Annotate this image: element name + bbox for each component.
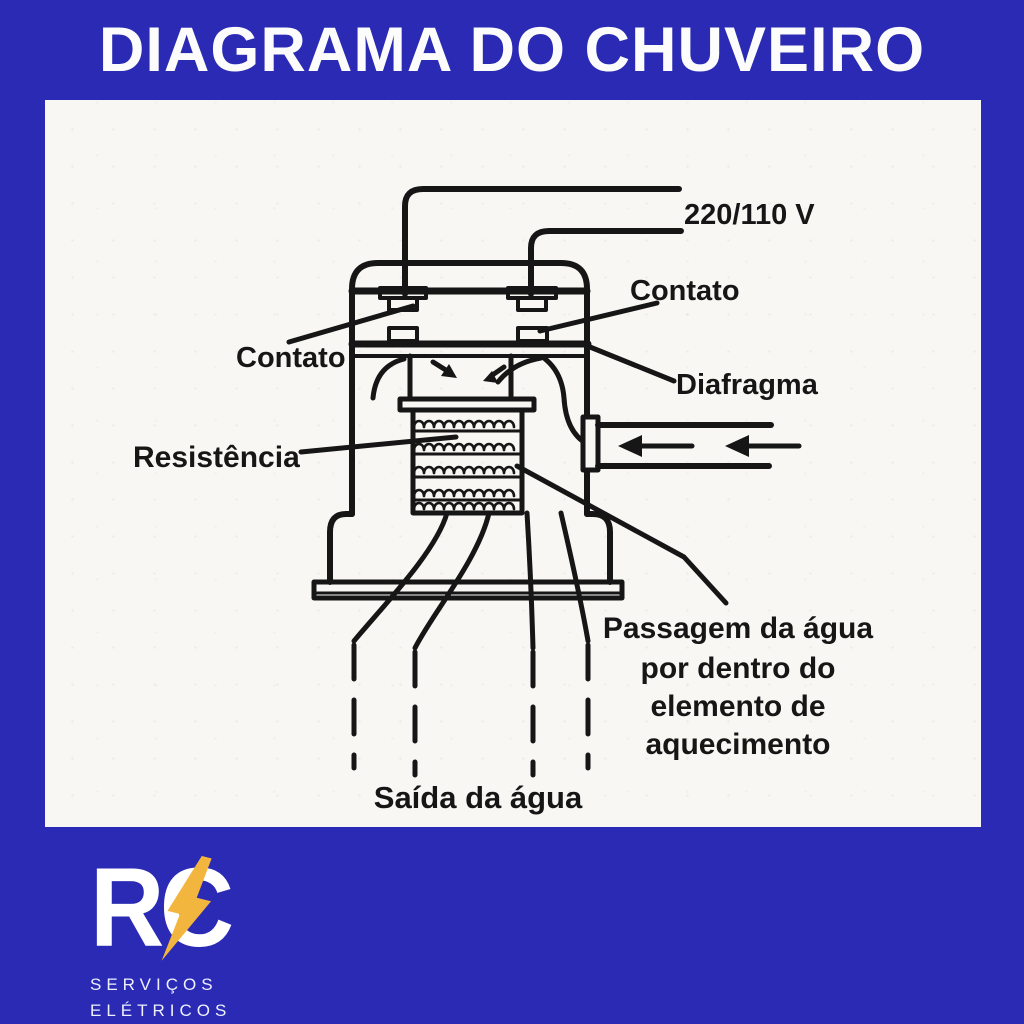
label-contato-right: Contato [630, 275, 740, 307]
leader-diafragma [587, 344, 677, 384]
lightning-bolt-icon [161, 855, 212, 961]
flow-arrow-icon [483, 364, 507, 383]
brand-text: RC [90, 845, 234, 970]
label-passagem-line2: por dentro do [641, 652, 836, 685]
power-wire-left [402, 186, 682, 297]
brand-logo: RC SERVIÇOS ELÉTRICOS [90, 852, 242, 1024]
label-contato-left: Contato [236, 342, 346, 374]
label-resistencia: Resistência [133, 441, 300, 474]
contact-upper-right-tip [516, 296, 548, 312]
water-streams-solid [351, 510, 591, 651]
shower-diagram: 220/110 V Contato Contato Diafragma Resi… [133, 186, 873, 815]
label-diafragma: Diafragma [676, 369, 819, 401]
page-title: DIAGRAMA DO CHUVEIRO [98, 15, 926, 85]
inlet-flange [580, 414, 601, 473]
leader-contato-right [537, 300, 660, 334]
bell-right [584, 511, 613, 585]
brand-tagline-line1: SERVIÇOS [90, 975, 218, 994]
flow-arrow-icon [430, 359, 457, 378]
leader-contato-left [286, 303, 416, 345]
leader-passagem [514, 463, 729, 606]
label-saida: Saída da água [374, 780, 583, 815]
flow-arc-left [370, 356, 407, 401]
diagram-panel: 220/110 V Contato Contato Diafragma Resi… [45, 100, 981, 827]
label-passagem-line1: Passagem da água [603, 612, 873, 645]
brand-initials: RC [90, 852, 234, 970]
heater-box [410, 407, 525, 516]
water-streams-dashed [351, 642, 591, 778]
power-wire-right [528, 228, 684, 297]
arrow-left-icon [725, 435, 802, 457]
brand-tagline: SERVIÇOS ELÉTRICOS [90, 972, 242, 1024]
brand-tagline-line2: ELÉTRICOS [90, 1001, 232, 1021]
label-passagem-line4: aquecimento [645, 728, 830, 761]
heater-shelf-lines [411, 429, 524, 502]
leader-resistencia [298, 434, 459, 455]
bell-left [327, 511, 355, 585]
water-path-curve [541, 355, 590, 447]
label-passagem-line3: elemento de [650, 690, 825, 723]
base-flange [311, 579, 625, 601]
shower-body-outline [349, 260, 590, 517]
arrow-left-icon [618, 435, 695, 457]
contact-lower-left [387, 326, 419, 343]
flow-arc-right [495, 355, 544, 385]
label-voltage: 220/110 V [684, 199, 815, 231]
resistance-coils [412, 419, 516, 511]
